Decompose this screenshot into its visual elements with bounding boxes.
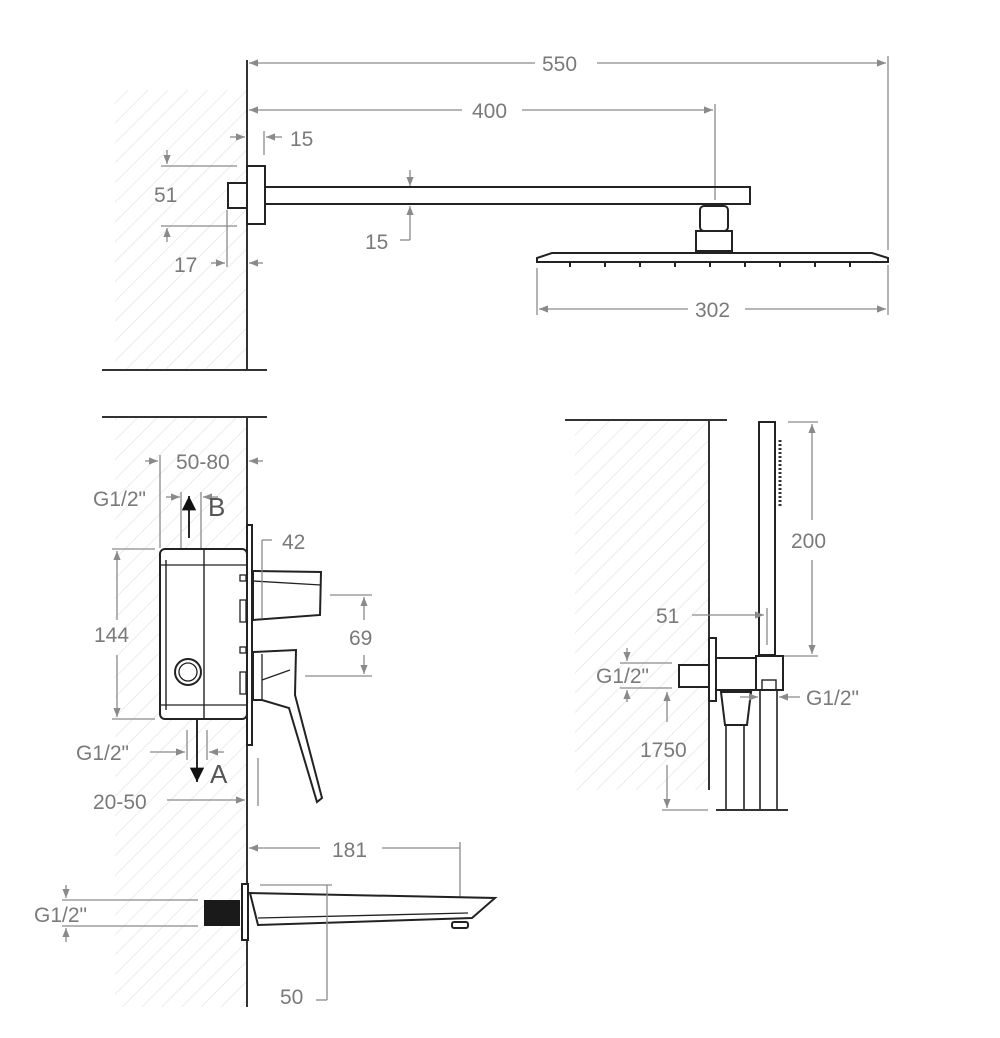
dim-cover-range: 20-50 [93, 758, 259, 814]
handset-holder [755, 655, 784, 691]
dim-mount-height: 1750 [640, 692, 708, 811]
dim-hose-thread: G1/2" [740, 687, 859, 710]
dim-label: 400 [472, 100, 507, 123]
dim-flange-height: 51 [154, 150, 237, 242]
wall-flange [246, 165, 266, 225]
outlet-b: G1/2" B [93, 488, 225, 549]
dim-label: G1/2" [34, 904, 87, 927]
dim-label: 51 [154, 184, 177, 207]
dim-label: 42 [282, 531, 305, 554]
dim-label: G1/2" [76, 742, 129, 765]
dim-recess-depth: 50-80 [145, 451, 263, 548]
dim-label: G1/2" [93, 488, 146, 511]
shower-hose [725, 690, 778, 810]
dim-arm-length: 400 [249, 100, 716, 200]
wall-hatch [575, 420, 709, 790]
dim-handset-length: 200 [782, 421, 826, 657]
cover-plate [246, 524, 253, 746]
spout-inlet-connector [204, 900, 240, 926]
diverter-handle [252, 569, 323, 622]
dim-wall-stub: 17 [174, 210, 263, 277]
wall-connector [227, 182, 248, 209]
dim-label: 15 [365, 231, 388, 254]
dim-label: 50-80 [176, 451, 230, 474]
dim-label: 302 [695, 299, 730, 322]
dim-arm-thickness: 15 [365, 170, 414, 254]
inlet-nipple [678, 664, 710, 688]
dim-handle-depth: 42 [261, 531, 305, 618]
dim-label: 144 [94, 624, 129, 647]
spout-view: 181 G1/2" 50 [34, 839, 498, 1009]
hand-shower-view: 200 51 G1/2" G1/2" [565, 419, 859, 811]
head-connector [695, 230, 733, 252]
dim-label: 51 [656, 605, 679, 628]
outlet-a: G1/2" A [76, 720, 228, 789]
wall-hatch [115, 90, 247, 370]
dim-label: 1750 [640, 739, 687, 762]
spout-flange [241, 883, 249, 941]
dim-label: 15 [290, 128, 313, 151]
dim-flange-depth: 15 [230, 128, 313, 155]
head-shower-view: 550 400 15 51 17 [102, 53, 889, 371]
dim-label: 50 [280, 986, 303, 1009]
dim-label: 17 [174, 254, 197, 277]
outlet-label: B [208, 492, 225, 522]
dim-label: 69 [349, 627, 372, 650]
shower-head-plate [536, 252, 889, 263]
dim-label: 200 [791, 530, 826, 553]
dim-overall-length: 550 [249, 53, 889, 250]
mixer-lever [252, 648, 324, 804]
head-nozzles [569, 262, 851, 267]
dim-inlet-thread: G1/2" [596, 648, 672, 702]
bracket-body [715, 657, 759, 691]
dim-outlet-offset: 50 [260, 884, 332, 1009]
dim-label: 20-50 [93, 791, 147, 814]
dim-body-height: 144 [94, 548, 155, 720]
swivel-joint [699, 205, 729, 232]
shower-arm [265, 186, 751, 205]
dim-inlet-thread: G1/2" [34, 885, 198, 942]
spout-body [248, 891, 498, 927]
dim-label: G1/2" [596, 665, 649, 688]
dim-label: G1/2" [806, 687, 859, 710]
dim-bracket-depth: 51 [656, 605, 768, 645]
dim-label: 181 [332, 839, 367, 862]
bracket-plate [708, 637, 717, 702]
dim-head-width: 302 [536, 265, 889, 322]
dim-label: 550 [542, 53, 577, 76]
spout-aerator [451, 921, 469, 929]
outlet-label: A [210, 759, 228, 789]
hose-connector [719, 691, 753, 726]
dim-handle-spacing: 69 [305, 594, 372, 677]
